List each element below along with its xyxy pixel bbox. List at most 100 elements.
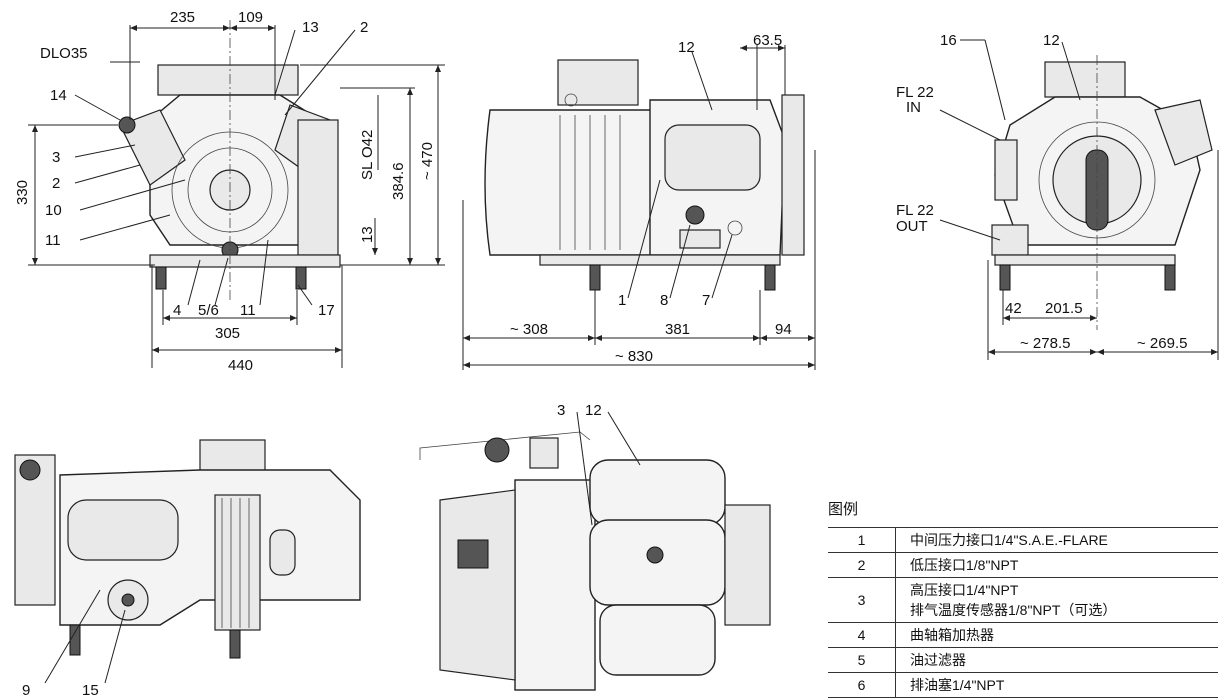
legend-row-number: 3 bbox=[828, 577, 896, 623]
callout-bl-15: 15 bbox=[82, 682, 99, 698]
leader-bl-15 bbox=[104, 609, 126, 684]
leader-11b bbox=[259, 239, 269, 306]
top-terminal bbox=[529, 437, 559, 469]
top-center-port bbox=[646, 546, 664, 564]
top-view: 3 12 bbox=[419, 402, 771, 691]
dim-109: 109 bbox=[238, 9, 263, 26]
legend-description-line: 中间压力接口1/4"S.A.E.-FLARE bbox=[910, 532, 1108, 548]
leader-10 bbox=[79, 179, 186, 211]
top-cylinder-head-1 bbox=[589, 459, 726, 526]
label-fl22-in-1: FL 22 bbox=[896, 84, 934, 101]
legend-description-line: 高压接口1/4"NPT bbox=[910, 582, 1019, 598]
front-foot-left bbox=[155, 266, 167, 290]
top-junction bbox=[457, 539, 489, 569]
callout-side-8: 8 bbox=[660, 292, 668, 309]
side-sight-glass bbox=[685, 205, 705, 225]
bl-foot-right bbox=[229, 629, 241, 659]
label-fl22-out-1: FL 22 bbox=[896, 202, 934, 219]
front-view: DLO35 235 109 330 SL O42 384.6 ~ 470 13 … bbox=[14, 9, 445, 374]
front-valve-14 bbox=[118, 116, 136, 134]
dim-384-6: 384.6 bbox=[390, 162, 407, 200]
leader-fl-in bbox=[939, 109, 1001, 141]
callout-side-7: 7 bbox=[702, 292, 710, 309]
legend-row-number: 2 bbox=[828, 552, 896, 578]
legend-description-line: 排气温度传感器1/8"NPT（可选） bbox=[910, 602, 1117, 618]
legend-description-line: 曲轴箱加热器 bbox=[910, 627, 994, 643]
dim-440: 440 bbox=[228, 357, 253, 374]
leader-4 bbox=[187, 259, 201, 306]
legend-row: 2 低压接口1/8"NPT bbox=[828, 552, 1218, 578]
leader-bl-9 bbox=[44, 589, 101, 684]
callout-13: 13 bbox=[302, 19, 319, 36]
legend-row-number: 5 bbox=[828, 647, 896, 673]
legend-row: 6 排油塞1/4"NPT bbox=[828, 672, 1218, 698]
dim-13: 13 bbox=[359, 226, 376, 243]
bl-port bbox=[19, 459, 41, 481]
leader-56 bbox=[214, 257, 229, 306]
legend-description-line: 排油塞1/4"NPT bbox=[910, 677, 1005, 693]
front-terminal-box bbox=[157, 64, 299, 96]
leader-side-8 bbox=[669, 224, 691, 299]
rear-terminal-box bbox=[1044, 61, 1126, 98]
leader-rear-16 bbox=[984, 39, 1006, 121]
side-foot-left bbox=[589, 264, 601, 291]
legend-row-number: 1 bbox=[828, 527, 896, 553]
rear-base bbox=[994, 254, 1176, 266]
side-foot-right bbox=[764, 264, 776, 291]
rear-right-cylinder-head bbox=[1154, 99, 1213, 166]
bl-cylinder-head bbox=[67, 499, 179, 561]
dim-63-5: 63.5 bbox=[753, 32, 782, 49]
legend-row-number: 4 bbox=[828, 622, 896, 648]
leader-3 bbox=[74, 144, 136, 158]
callout-side-1: 1 bbox=[618, 292, 626, 309]
leader-side-7 bbox=[711, 234, 733, 299]
dim-slo42: SL O42 bbox=[359, 130, 376, 180]
label-fl22-in-2: IN bbox=[906, 99, 921, 116]
side-oil-pump bbox=[679, 229, 721, 249]
side-motor-housing bbox=[484, 109, 656, 256]
bl-foot-left bbox=[69, 624, 81, 656]
callout-top-3: 3 bbox=[557, 402, 565, 419]
front-oil-separator bbox=[297, 119, 339, 256]
side-cylinder-head bbox=[664, 124, 761, 191]
side-terminal-screw bbox=[564, 93, 578, 107]
leader-top-3 bbox=[576, 411, 593, 526]
leader-14 bbox=[74, 94, 121, 121]
legend-row-description: 排油塞1/4"NPT bbox=[895, 672, 1218, 698]
leader-side-1 bbox=[627, 179, 661, 299]
top-gauge bbox=[484, 437, 510, 463]
side-terminal-box bbox=[557, 59, 639, 106]
dim-dlo35: DLO35 bbox=[40, 45, 88, 62]
bl-terminal-box bbox=[199, 439, 266, 476]
front-base bbox=[149, 254, 341, 268]
legend-row-number: 6 bbox=[828, 672, 896, 698]
dim-330: 330 bbox=[14, 180, 31, 205]
callout-10: 10 bbox=[45, 202, 62, 219]
dim-269-5: ~ 269.5 bbox=[1137, 335, 1187, 352]
callout-4: 4 bbox=[173, 302, 181, 319]
callout-14: 14 bbox=[50, 87, 67, 104]
dim-308: ~ 308 bbox=[510, 321, 548, 338]
bl-flange-center bbox=[121, 593, 135, 607]
legend-description-line: 低压接口1/8"NPT bbox=[910, 557, 1019, 573]
bl-service-valve bbox=[14, 454, 56, 606]
legend-row-description: 高压接口1/4"NPT 排气温度传感器1/8"NPT（可选） bbox=[895, 577, 1218, 623]
callout-11-bottom: 11 bbox=[240, 302, 256, 319]
leader-top-12 bbox=[607, 411, 641, 466]
legend-row-description: 中间压力接口1/4"S.A.E.-FLARE bbox=[895, 527, 1218, 553]
legend-row-description: 油过滤器 bbox=[895, 647, 1218, 673]
callout-2-left: 2 bbox=[52, 175, 60, 192]
leader-rear-12 bbox=[1061, 41, 1081, 101]
rear-foot-left bbox=[999, 264, 1011, 291]
dim-830: ~ 830 bbox=[615, 348, 653, 365]
top-motor-box bbox=[514, 479, 596, 691]
leader-2a bbox=[284, 29, 356, 116]
leader-side-12 bbox=[691, 51, 713, 111]
callout-side-12: 12 bbox=[678, 39, 695, 56]
legend-row: 3 高压接口1/4"NPT 排气温度传感器1/8"NPT（可选） bbox=[828, 577, 1218, 623]
legend-row: 1 中间压力接口1/4"S.A.E.-FLARE bbox=[828, 527, 1218, 553]
callout-bl-9: 9 bbox=[22, 682, 30, 698]
leader-fl-out bbox=[939, 219, 1001, 241]
